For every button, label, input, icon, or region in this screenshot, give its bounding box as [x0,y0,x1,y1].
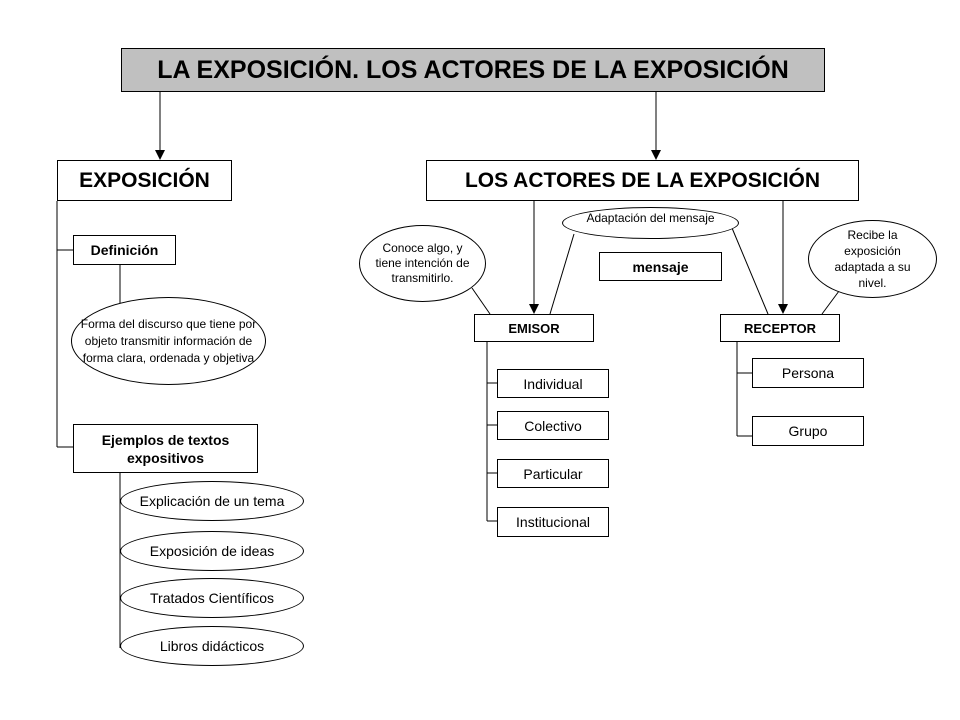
mensaje-box: mensaje [599,252,722,281]
diagram-title: LA EXPOSICIÓN. LOS ACTORES DE LA EXPOSIC… [121,48,825,92]
receptor-box: RECEPTOR [720,314,840,342]
connector-adaptacion-receptor [731,227,769,315]
emisor-tipo-item: Individual [497,369,609,398]
ejemplo-item: Libros didácticos [120,626,304,666]
emisor-tipo-item: Colectivo [497,411,609,440]
connector-conoce-emisor [471,287,491,315]
definicion-text: Forma del discurso que tiene por objeto … [71,297,266,385]
ejemplos-label: Ejemplos de textos expositivos [73,424,258,473]
emisor-tipo-item: Institucional [497,507,609,537]
emisor-tipo-item: Particular [497,459,609,488]
receptor-tipo-item: Persona [752,358,864,388]
emisor-box: EMISOR [474,314,594,342]
receptor-tipo-item: Grupo [752,416,864,446]
actores-heading: LOS ACTORES DE LA EXPOSICIÓN [426,160,859,201]
ejemplo-item: Exposición de ideas [120,531,304,571]
ejemplo-item: Explicación de un tema [120,481,304,521]
receptor-note: Recibe la exposición adaptada a su nivel… [808,220,937,298]
exposicion-heading: EXPOSICIÓN [57,160,232,201]
mensaje-note: Adaptación del mensaje [562,207,739,239]
emisor-note: Conoce algo, y tiene intención de transm… [359,225,486,302]
definicion-label: Definición [73,235,176,265]
ejemplo-item: Tratados Científicos [120,578,304,618]
connector-adaptacion-emisor [549,233,575,315]
